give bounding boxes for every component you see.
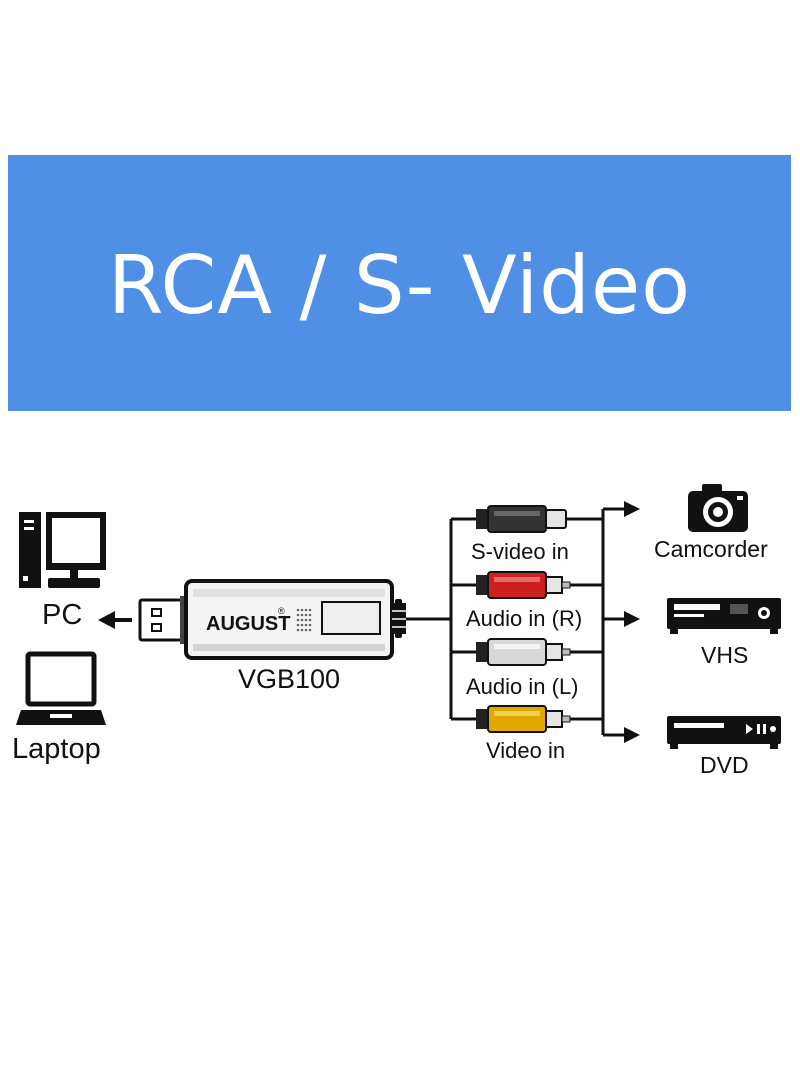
camera-icon [688, 484, 748, 532]
audio-r-connector [476, 571, 571, 599]
cable-strain-relief [392, 599, 406, 638]
capture-device: AUGUST ® [184, 579, 394, 660]
dvd-player-icon [667, 716, 781, 749]
laptop-label: Laptop [12, 733, 101, 765]
source-bracket [566, 507, 625, 737]
arrow-left-icon [98, 611, 132, 629]
banner-title: RCA / S- Video [107, 239, 692, 332]
dvd-label: DVD [700, 752, 749, 778]
svideo-connector [476, 505, 567, 533]
camcorder-label: Camcorder [654, 536, 768, 562]
svideo-label: S-video in [471, 539, 569, 564]
audio-l-label: Audio in (L) [466, 674, 579, 699]
cable-wires [406, 517, 476, 721]
device-brand-mark: ® [278, 606, 285, 616]
usb-plug-icon [138, 596, 188, 644]
device-model-label: VGB100 [238, 664, 340, 694]
audio-l-connector [476, 638, 571, 666]
video-connector [476, 705, 571, 733]
arrow-right-icon [624, 501, 640, 743]
vhs-player-icon [667, 598, 781, 634]
laptop-icon [16, 651, 106, 725]
video-label: Video in [486, 738, 565, 763]
desktop-pc-icon [19, 512, 106, 588]
vent-grille-icon [296, 608, 312, 632]
title-banner: RCA / S- Video [8, 155, 791, 411]
device-brand-logo: AUGUST [206, 613, 290, 635]
audio-r-label: Audio in (R) [466, 606, 582, 631]
pc-label: PC [42, 599, 82, 631]
vhs-label: VHS [701, 642, 748, 668]
